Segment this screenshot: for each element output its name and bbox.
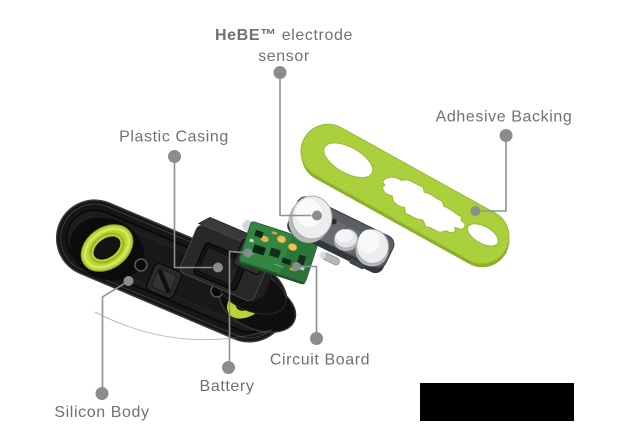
pcb-contact bbox=[289, 267, 296, 272]
dot-label-adhesive-backing bbox=[499, 129, 513, 142]
sensor-pin-cap bbox=[319, 251, 327, 259]
leader-lines bbox=[101, 79, 507, 388]
label-plastic-casing: Plastic Casing bbox=[119, 129, 229, 146]
dot-part-battery bbox=[243, 248, 253, 258]
electrode-dome-top bbox=[336, 229, 353, 243]
pcb-chip bbox=[254, 229, 264, 239]
leader-adhesive-backing bbox=[481, 142, 507, 212]
backing-liner-blob bbox=[381, 176, 466, 234]
dot-part-electrode-sensor bbox=[312, 210, 322, 221]
grommet-hole bbox=[93, 236, 121, 260]
label-electrode-sensor-line2: sensor bbox=[258, 48, 310, 65]
label-silicon-body: Silicon Body bbox=[54, 404, 149, 421]
dot-part-circuit-board bbox=[292, 262, 301, 271]
adhesive-backing bbox=[300, 123, 510, 268]
dot-label-plastic-casing bbox=[168, 150, 181, 163]
dot-label-circuit-board bbox=[310, 332, 323, 345]
body-hole-left bbox=[134, 258, 148, 272]
clasp-pad bbox=[145, 262, 183, 300]
label-electrode-brand: HeBE™ bbox=[215, 27, 277, 44]
pcb-chip bbox=[281, 257, 292, 266]
label-electrode-rest: electrode bbox=[282, 27, 353, 44]
pcb-smd bbox=[249, 238, 254, 243]
electrode-disc-right-highlight bbox=[358, 229, 380, 254]
silicon-body-bottom-highlight bbox=[94, 311, 273, 341]
leader-plastic-casing bbox=[173, 163, 213, 269]
pcb-chip bbox=[268, 247, 281, 259]
electrode-sensor bbox=[287, 195, 395, 274]
pcb-chip bbox=[252, 244, 266, 256]
label-battery: Battery bbox=[200, 378, 255, 395]
dot-label-silicon-body bbox=[95, 387, 109, 400]
leader-circuit-board bbox=[301, 265, 318, 332]
clasp-slash bbox=[158, 269, 170, 293]
dot-part-adhesive-backing bbox=[470, 206, 481, 216]
dot-part-silicon-body bbox=[123, 276, 134, 286]
label-circuit-board: Circuit Board bbox=[270, 352, 370, 369]
grommet-shade bbox=[89, 232, 125, 264]
pcb-gold-pad bbox=[260, 235, 269, 243]
leader-dots bbox=[95, 66, 513, 400]
dot-label-battery bbox=[222, 361, 235, 374]
leader-battery bbox=[228, 250, 244, 361]
logo-block bbox=[420, 383, 574, 421]
leader-silicon-body bbox=[101, 282, 125, 388]
sensor-pin bbox=[319, 251, 340, 266]
pcb-chip bbox=[296, 254, 307, 266]
backing-hole-large bbox=[323, 142, 374, 179]
dot-part-plastic-casing bbox=[213, 262, 223, 273]
label-electrode-sensor-line1: HeBE™ electrode bbox=[215, 27, 353, 44]
dot-label-electrode-sensor bbox=[273, 66, 287, 79]
grommet-left bbox=[80, 224, 134, 272]
grommet-highlight bbox=[83, 227, 131, 269]
pcb-contact bbox=[271, 231, 278, 235]
labels: HeBE™ electrode sensor Adhesive Backing P… bbox=[54, 27, 573, 421]
sensor-tab bbox=[349, 258, 365, 270]
pcb-gold-pad bbox=[287, 243, 298, 252]
label-adhesive-backing: Adhesive Backing bbox=[436, 109, 573, 126]
backing-hole-small bbox=[467, 223, 499, 247]
pcb-gold-pad bbox=[276, 235, 287, 244]
leader-electrode-sensor bbox=[279, 79, 312, 217]
